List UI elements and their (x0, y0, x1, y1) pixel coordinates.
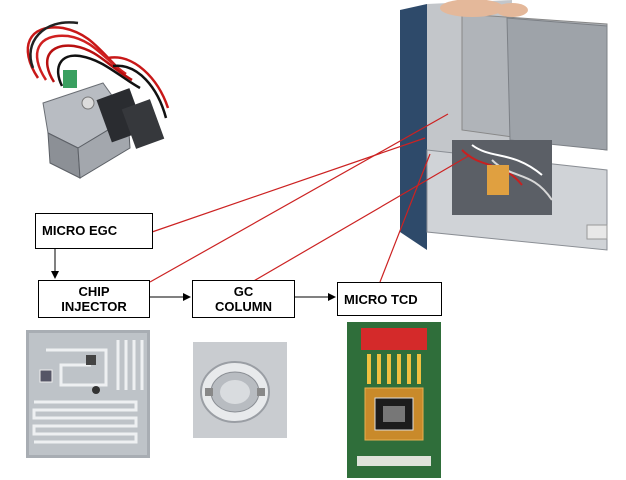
chip-injector-box: CHIP INJECTOR (38, 280, 150, 318)
micro-tcd-box: MICRO TCD (337, 282, 442, 316)
pointer-line-gc-column (251, 154, 471, 283)
micro-egc-module-photo (8, 8, 178, 188)
micro-tcd-photo (347, 322, 441, 478)
analyzer-unit-photo (392, 0, 622, 262)
gc-column-photo (193, 342, 287, 438)
pointer-line-micro-egc (151, 137, 426, 233)
pointer-line-chip-injector (149, 113, 449, 283)
gc-column-box: GC COLUMN (192, 280, 295, 318)
micro-egc-box: MICRO EGC (35, 213, 153, 249)
chip-injector-photo (26, 330, 150, 458)
pointer-line-micro-tcd (379, 153, 431, 283)
